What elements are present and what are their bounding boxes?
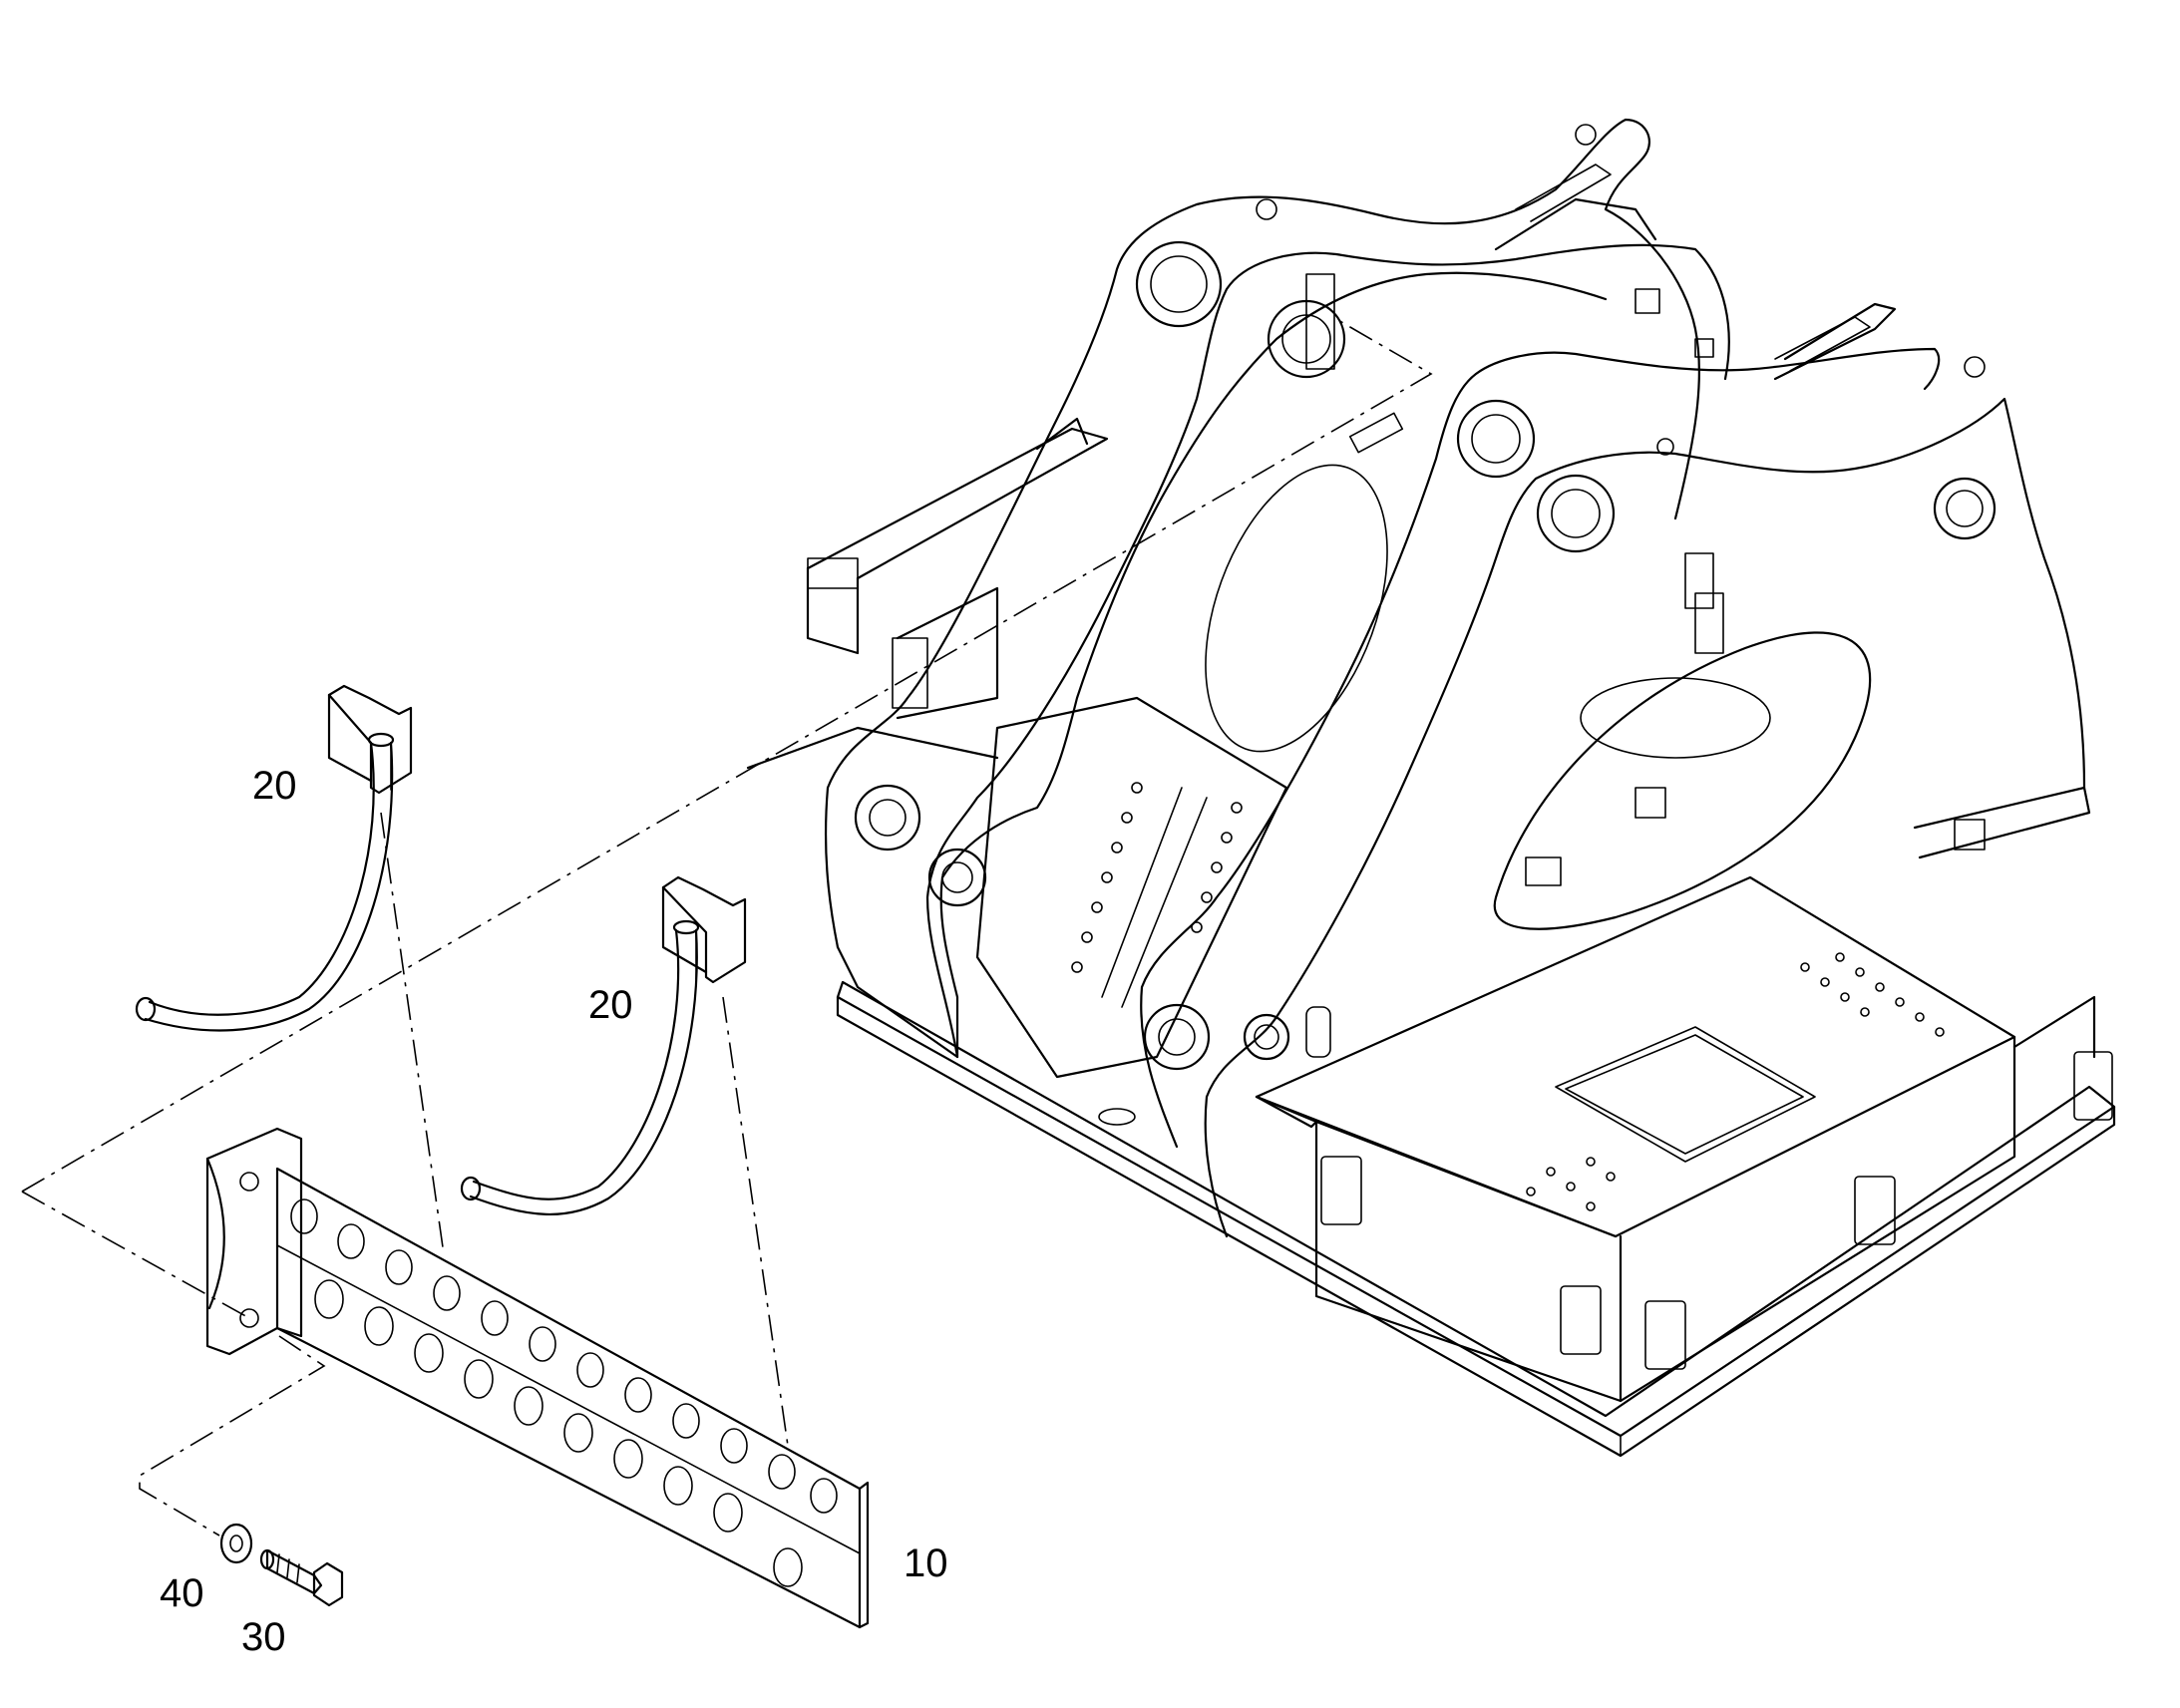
rail-plate-part xyxy=(205,1127,870,1629)
frame-brackets xyxy=(1305,164,1871,1058)
base-plate xyxy=(836,980,2116,1458)
callout-hose-clip-right: 20 xyxy=(588,983,633,1027)
tray-housing xyxy=(1255,875,2113,1403)
center-ring-opening xyxy=(1205,464,1872,930)
callout-hose-clip-left: 20 xyxy=(252,764,297,808)
bolt-part xyxy=(259,1548,344,1607)
rear-cross-frame xyxy=(746,197,2091,859)
hose-clip-left xyxy=(135,684,413,1032)
left-boom-arm xyxy=(824,118,1701,1059)
center-boom-arm xyxy=(925,243,1730,1126)
washer-part xyxy=(219,1523,253,1564)
right-front-boom-arm xyxy=(1140,347,2086,1238)
rail-plate-holes xyxy=(290,1198,838,1587)
callout-washer: 40 xyxy=(160,1571,204,1615)
callout-bolt: 30 xyxy=(241,1615,286,1659)
machine-frame-assembly xyxy=(746,118,2116,1458)
hose-clip-right xyxy=(460,875,747,1216)
callout-rail-plate: 10 xyxy=(904,1541,948,1585)
assembly-lines xyxy=(21,318,1433,1537)
